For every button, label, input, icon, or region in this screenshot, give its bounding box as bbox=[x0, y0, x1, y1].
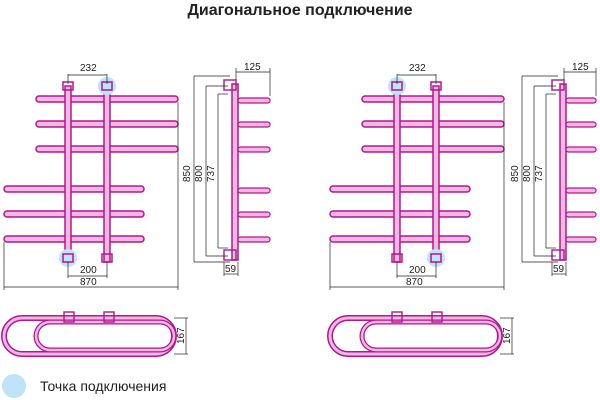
dim-plan-depth: 167 bbox=[176, 327, 187, 344]
variant-left-front-view: 232 200 870 bbox=[3, 63, 179, 290]
variant-left-side-view: 125 850 800 737 59 bbox=[182, 62, 271, 276]
dim-wall-offset: 59 bbox=[553, 264, 565, 275]
dim-top-spacing: 232 bbox=[409, 63, 426, 74]
dim-height-total: 850 bbox=[510, 165, 521, 182]
dim-bottom-spacing: 200 bbox=[80, 265, 97, 276]
dim-bottom-spacing: 200 bbox=[409, 265, 426, 276]
dim-height-total: 850 bbox=[182, 165, 193, 182]
connection-point-icon bbox=[2, 374, 26, 398]
variant-right-front-view: 232 200 870 bbox=[329, 63, 505, 290]
page-title: Диагональное подключение bbox=[187, 2, 413, 19]
dim-side-depth: 125 bbox=[244, 62, 261, 73]
variant-left-plan-view: 167 bbox=[1, 311, 188, 357]
dim-height-mid: 800 bbox=[194, 165, 205, 182]
legend: Точка подключения bbox=[0, 372, 300, 400]
dim-height-inner: 737 bbox=[206, 165, 217, 182]
dim-top-spacing: 232 bbox=[80, 63, 97, 74]
dim-height-inner: 737 bbox=[534, 165, 545, 182]
dim-height-mid: 800 bbox=[522, 165, 533, 182]
variant-right-plan-view: 167 bbox=[327, 311, 514, 357]
dim-total-width: 870 bbox=[80, 277, 97, 288]
legend-label: Точка подключения bbox=[40, 378, 167, 394]
dim-side-depth: 125 bbox=[572, 62, 589, 73]
variant-right-side-view: 125 850 800 737 59 bbox=[510, 62, 597, 276]
dim-total-width: 870 bbox=[406, 277, 423, 288]
dim-plan-depth: 167 bbox=[502, 327, 513, 344]
dim-wall-offset: 59 bbox=[225, 264, 237, 275]
